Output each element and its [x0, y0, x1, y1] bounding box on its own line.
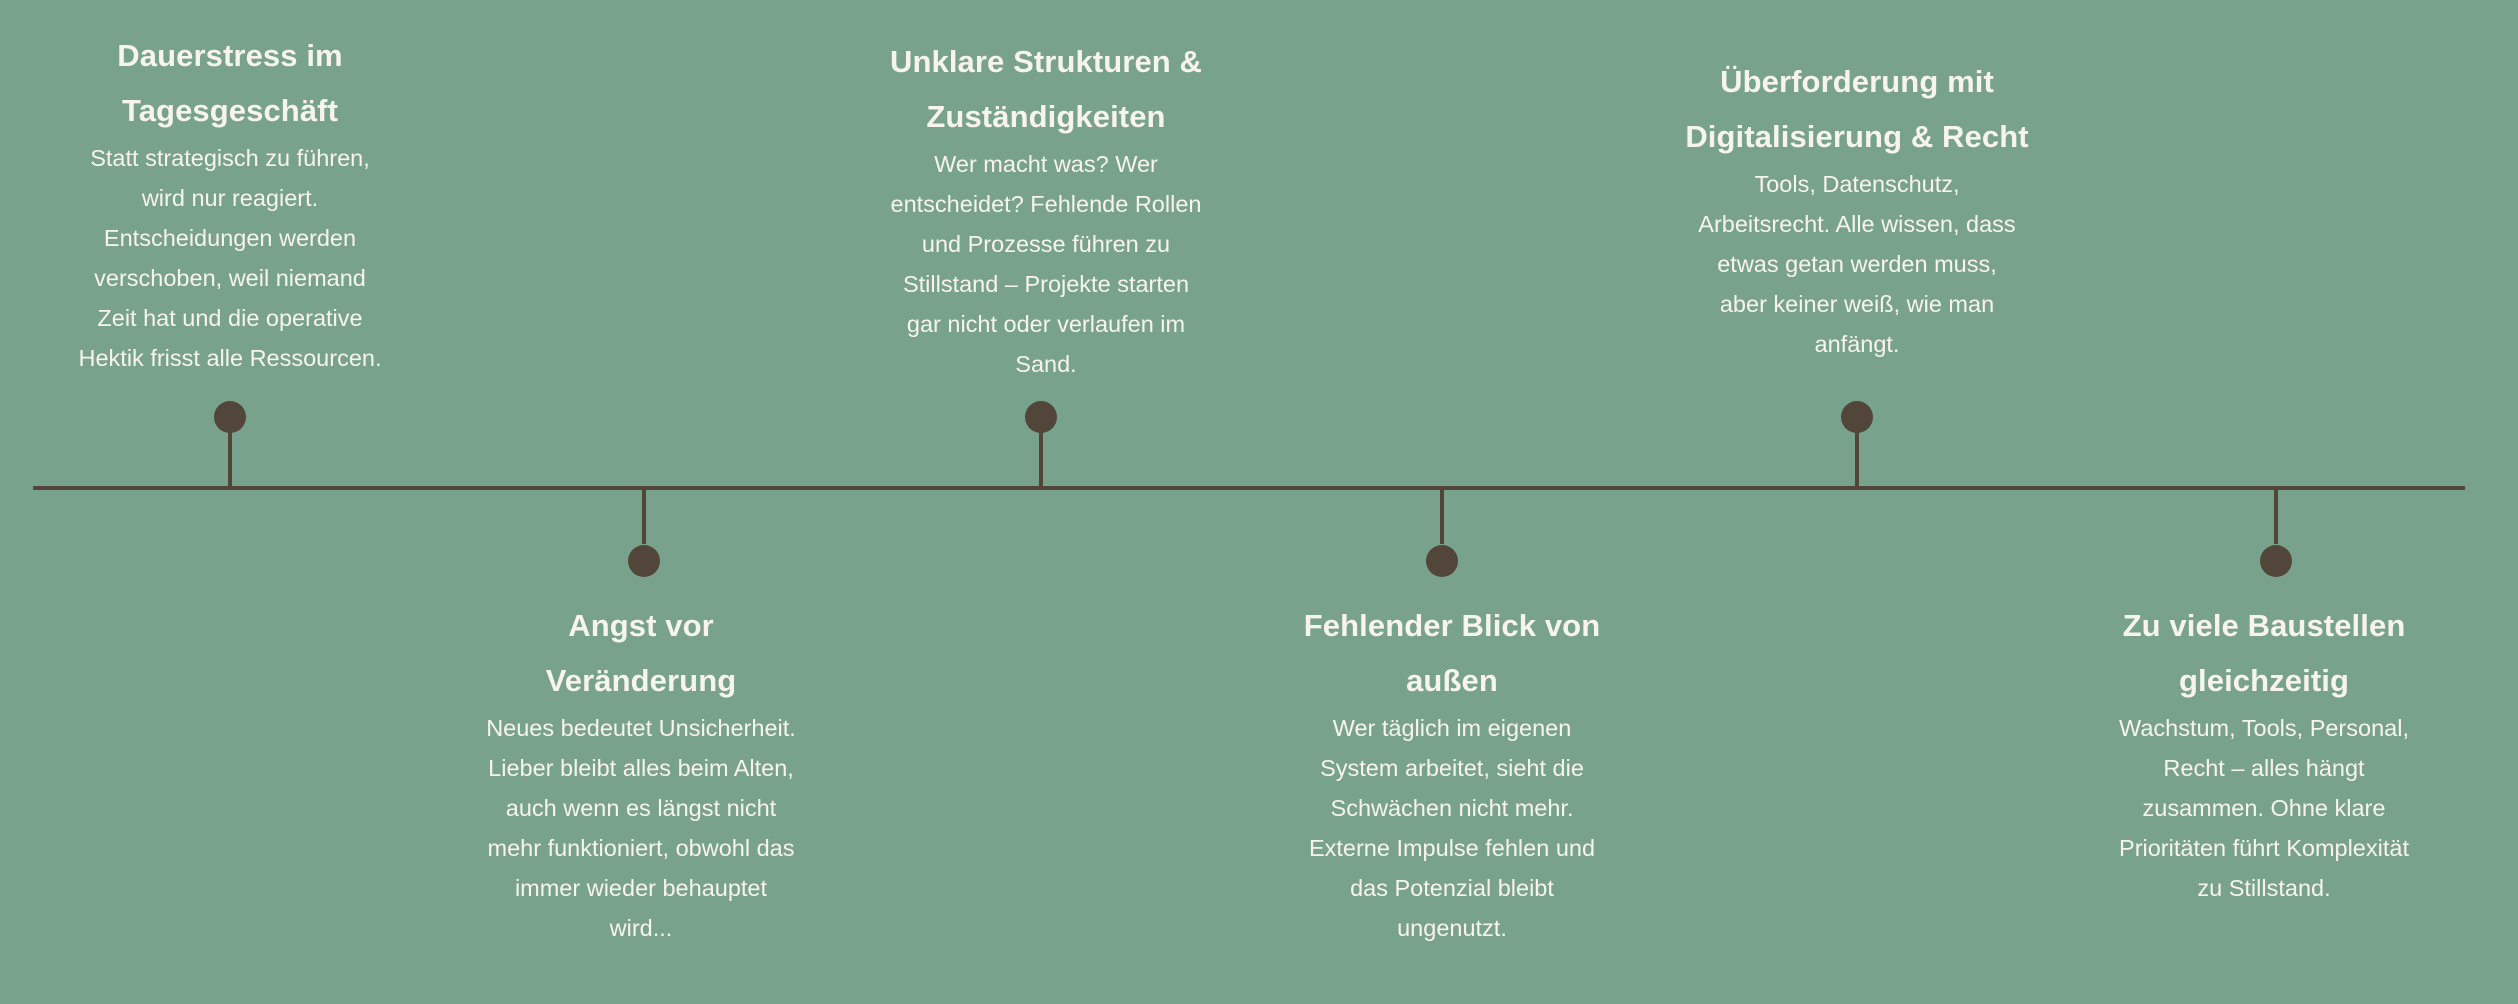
timeline-stem [1855, 432, 1859, 488]
timeline-dot-icon [1025, 401, 1057, 433]
card-title: Angst vor Veränderung [545, 608, 737, 698]
timeline-dot-icon [214, 401, 246, 433]
timeline-stem [1039, 432, 1043, 488]
timeline-axis-line [33, 486, 2465, 490]
timeline-stem [2274, 488, 2278, 544]
timeline-stem [1440, 488, 1444, 544]
timeline-dot-icon [1841, 401, 1873, 433]
timeline-stem [228, 432, 232, 488]
timeline-card-fehlender-blick: Fehlender Blick von außen Wer täglich im… [1252, 598, 1652, 948]
card-title: Unklare Strukturen & Zuständigkeiten [889, 44, 1203, 134]
timeline-card-zu-viele-baustellen: Zu viele Baustellen gleichzeitig Wachstu… [2064, 598, 2464, 908]
timeline-card-unklare-strukturen: Unklare Strukturen & Zuständigkeiten Wer… [846, 34, 1246, 384]
card-description: Wer macht was? Wer entscheidet? Fehlende… [890, 151, 1202, 377]
card-description: Neues bedeutet Unsicherheit. Lieber blei… [486, 715, 796, 941]
card-title: Überforderung mit Digitalisierung & Rech… [1685, 64, 2029, 154]
card-title: Dauerstress im Tagesgeschäft [117, 38, 343, 128]
timeline-dot-icon [2260, 545, 2292, 577]
timeline-card-dauerstress: Dauerstress im Tagesgeschäft Statt strat… [30, 28, 430, 378]
card-description: Tools, Datenschutz, Arbeitsrecht. Alle w… [1698, 171, 2016, 357]
timeline-stem [642, 488, 646, 544]
timeline-dot-icon [1426, 545, 1458, 577]
timeline-dot-icon [628, 545, 660, 577]
card-description: Statt strategisch zu führen, wird nur re… [78, 145, 382, 371]
card-title: Zu viele Baustellen gleichzeitig [2122, 608, 2406, 698]
timeline-card-ueberforderung-digitalisierung: Überforderung mit Digitalisierung & Rech… [1657, 54, 2057, 364]
card-description: Wer täglich im eigenen System arbeitet, … [1308, 715, 1596, 941]
card-description: Wachstum, Tools, Personal, Recht – alles… [2119, 715, 2409, 901]
timeline-card-angst-vor-veraenderung: Angst vor Veränderung Neues bedeutet Uns… [441, 598, 841, 948]
card-title: Fehlender Blick von außen [1303, 608, 1601, 698]
